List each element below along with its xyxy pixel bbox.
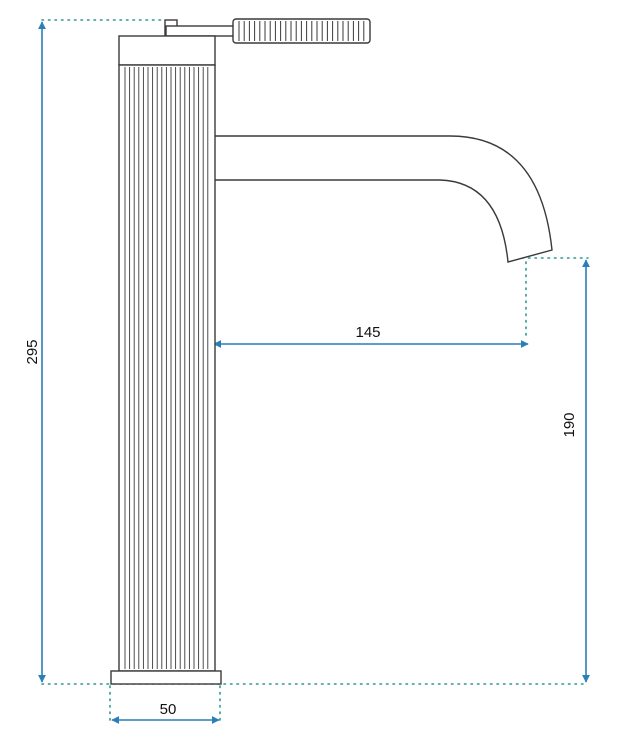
spout (189, 135, 553, 263)
handle-connector (165, 25, 237, 37)
spout-height-label: 190 (561, 412, 578, 437)
spout-reach-label: 145 (355, 324, 380, 341)
body-column-ribs (124, 67, 209, 669)
total-height-label: 295 (24, 339, 41, 364)
top-cap (118, 35, 216, 66)
lever-handle-ribs (238, 21, 365, 41)
base-width-label: 50 (160, 701, 177, 718)
faucet (110, 18, 553, 685)
dimension-arrows (38, 21, 590, 724)
base-plate (110, 670, 222, 685)
body-column (118, 64, 216, 672)
